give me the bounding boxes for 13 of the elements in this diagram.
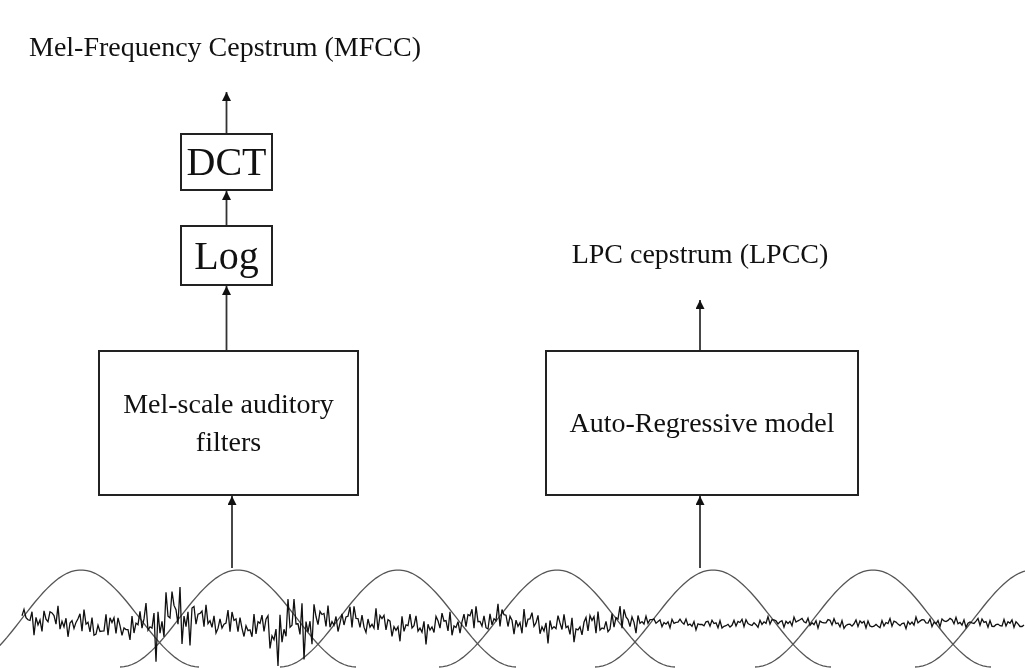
process-box: Auto-Regressive model <box>545 350 859 496</box>
arrow <box>695 495 705 569</box>
process-box: DCT <box>180 133 273 191</box>
process-box: Log <box>180 225 273 286</box>
arrow <box>222 91 231 134</box>
arrow <box>227 495 237 569</box>
output-label: Mel-Frequency Cepstrum (MFCC) <box>29 29 421 64</box>
waveform-drawing <box>0 569 1025 668</box>
output-label: LPC cepstrum (LPCC) <box>571 236 829 271</box>
arrow <box>222 285 231 351</box>
arrow <box>695 299 705 351</box>
arrow <box>222 190 231 226</box>
process-box: Mel-scale auditory filters <box>98 350 359 496</box>
